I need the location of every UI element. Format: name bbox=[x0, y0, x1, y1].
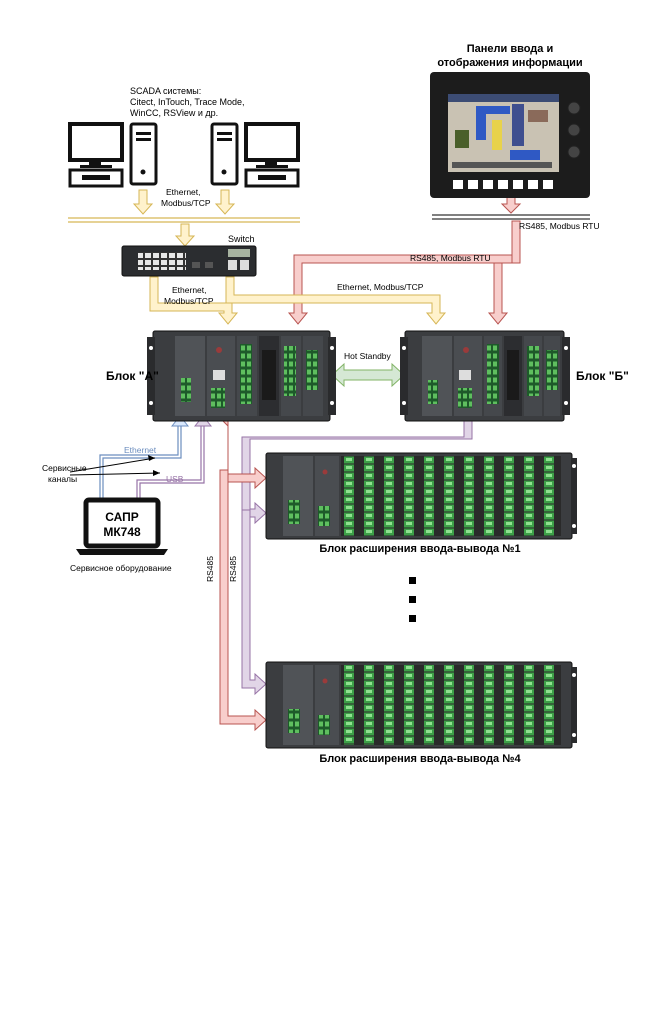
arrow-bus-to-switch bbox=[174, 223, 196, 247]
expansion-1-label: Блок расширения ввода-вывода №1 bbox=[319, 543, 520, 555]
block-b-label: Блок "Б" bbox=[576, 369, 629, 383]
service-usb-line-2 bbox=[139, 425, 205, 500]
hmi-panel-icon bbox=[430, 72, 590, 198]
expansion-rack-1 bbox=[265, 452, 577, 540]
label-service-ethernet: Ethernet bbox=[124, 445, 157, 455]
ellipsis-dot bbox=[409, 615, 416, 622]
scada-list-1: Citect, InTouch, Trace Mode, bbox=[130, 97, 245, 107]
panel-title-line-2: отображения информации bbox=[437, 57, 582, 69]
ellipsis-dot bbox=[409, 596, 416, 603]
label-service-equipment: Сервисное оборудование bbox=[70, 563, 172, 573]
arrow-switch-to-block-b bbox=[225, 276, 447, 325]
arrow-pc1-to-bus bbox=[132, 189, 154, 215]
network-switch-icon bbox=[121, 245, 257, 277]
label-service-usb: USB bbox=[166, 474, 184, 484]
label-ethernet-mid: Ethernet, Modbus/TCP bbox=[337, 282, 424, 292]
service-ethernet-line-2 bbox=[102, 425, 182, 500]
label-switch: Switch bbox=[228, 234, 255, 244]
laptop-icon bbox=[76, 497, 168, 555]
service-usb-line bbox=[136, 425, 202, 500]
label-ethernet-left-1: Ethernet, bbox=[172, 285, 207, 295]
panel-title-line-1: Панели ввода и bbox=[467, 43, 553, 55]
arrow-switch-to-block-a bbox=[149, 276, 239, 325]
label-hot-standby: Hot Standby bbox=[344, 351, 392, 361]
label-rs485-mid: RS485, Modbus RTU bbox=[410, 253, 491, 263]
pointer-line-2 bbox=[69, 472, 161, 476]
scada-list-2: WinCC, RSView и др. bbox=[130, 108, 218, 118]
pc-monitor-icon bbox=[244, 122, 300, 188]
block-a-label: Блок "А" bbox=[106, 369, 159, 383]
label-rs485-vertical-b: RS485 bbox=[228, 556, 238, 582]
plc-rack-icon bbox=[400, 330, 570, 422]
arrow-rs485-to-block-a bbox=[287, 254, 513, 325]
scada-title: SCADA системы: bbox=[130, 86, 201, 96]
pc-monitor-icon bbox=[68, 122, 124, 188]
laptop-label-2: МК748 bbox=[103, 525, 141, 539]
arrow-hmi-to-bus bbox=[500, 196, 522, 214]
server-tower-icon bbox=[210, 122, 239, 186]
server-tower-icon bbox=[129, 122, 158, 186]
ellipsis-dot bbox=[409, 577, 416, 584]
label-service-channels-1: Сервисные bbox=[42, 463, 87, 473]
rs485-bus-right bbox=[432, 214, 590, 220]
expansion-rack-4 bbox=[265, 661, 577, 749]
arrow-rs485-to-block-b bbox=[487, 220, 521, 325]
usb-line-to-expansion-4 bbox=[241, 509, 267, 696]
service-ethernet-line bbox=[99, 425, 179, 500]
label-ethernet-top-1: Ethernet, bbox=[166, 187, 201, 197]
rs485-line-to-expansion-4 bbox=[219, 469, 267, 732]
arrow-pc2-to-bus bbox=[214, 189, 236, 215]
label-ethernet-left-2: Modbus/TCP bbox=[164, 296, 214, 306]
label-ethernet-top-2: Modbus/TCP bbox=[161, 198, 211, 208]
usb-line-block-b-to-expansions bbox=[241, 418, 473, 525]
expansion-4-label: Блок расширения ввода-вывода №4 bbox=[319, 753, 521, 765]
label-service-channels-2: каналы bbox=[48, 474, 77, 484]
hot-standby-arrow bbox=[331, 362, 405, 388]
pointer-line-1 bbox=[69, 457, 156, 473]
label-rs485-right: RS485, Modbus RTU bbox=[519, 221, 600, 231]
label-rs485-vertical-a: RS485 bbox=[205, 556, 215, 582]
plc-rack-icon bbox=[147, 330, 336, 422]
laptop-label-1: САПР bbox=[105, 510, 139, 524]
ethernet-bus-top bbox=[68, 217, 300, 223]
